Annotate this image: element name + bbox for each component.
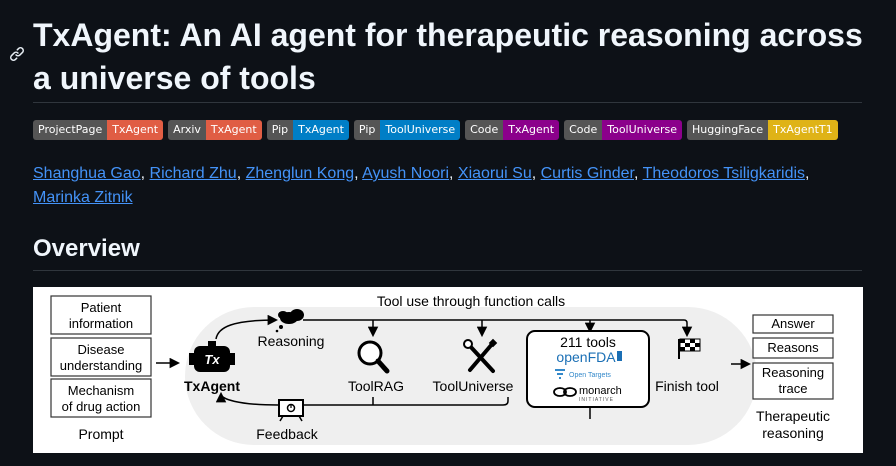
author-link[interactable]: Theodoros Tsiligkaridis [642,165,806,182]
thought-cloud-icon [275,309,304,333]
svg-text:Tx: Tx [204,352,220,367]
therapeutic-reasoning-label: Therapeutic [756,408,830,424]
tooluniverse-label: ToolUniverse [433,378,514,394]
svg-text:monarch: monarch [579,385,622,397]
author-list: Shanghua Gao, Richard Zhu, Zhenglun Kong… [33,165,810,206]
svg-text:Reasons: Reasons [767,340,819,355]
finish-tool-label: Finish tool [655,378,719,394]
author-link[interactable]: Richard Zhu [149,165,237,182]
prompt-label: Prompt [78,426,123,442]
author-link[interactable]: Marinka Zitnik [33,189,133,206]
author-link[interactable]: Xiaorui Su [457,165,532,182]
svg-text:Answer: Answer [771,316,815,331]
feedback-label: Feedback [256,426,318,442]
therapeutic-reasoning-label: reasoning [762,425,824,441]
wrench-screwdriver-icon [463,338,498,373]
section-heading-overview: Overview [33,235,140,262]
reasoning-label: Reasoning [258,333,325,349]
tools-count: 211 tools [560,334,616,350]
svg-text:of drug action: of drug action [62,399,141,414]
open-targets-logo: Open Targets [555,369,611,379]
svg-text:information: information [69,316,133,331]
magnifier-icon [357,340,390,374]
output-item: Answer [752,314,834,334]
author-link[interactable]: Zhenglun Kong [245,165,355,182]
toolrag-label: ToolRAG [348,378,404,394]
svg-text:understanding: understanding [60,358,142,373]
svg-text:INITIATIVE: INITIATIVE [579,397,614,403]
tool-use-label: Tool use through function calls [377,293,565,309]
txagent-robot-icon: Tx [189,341,235,372]
svg-text:Open Targets: Open Targets [569,372,611,379]
svg-text:Mechanism: Mechanism [68,383,134,398]
svg-text:trace: trace [779,381,808,396]
openfda-logo: openFDA [556,349,616,365]
finish-flag-icon [678,338,701,359]
output-item: Reasoning trace [752,362,834,400]
author-link[interactable]: Ayush Noori [362,165,449,182]
anchor-link-icon[interactable] [9,46,25,62]
title-divider [33,102,862,103]
output-item: Reasons [752,337,834,359]
author-link[interactable]: Curtis Ginder [540,165,634,182]
svg-text:Reasoning: Reasoning [762,365,824,380]
prompt-item: Mechanism of drug action [50,378,152,418]
overview-figure: Patient information Disease understandin… [33,287,863,453]
page-title: TxAgent: An AI agent for therapeutic rea… [33,17,863,96]
section-divider [33,270,862,271]
feedback-presentation-icon [278,399,304,422]
svg-text:Patient: Patient [81,300,122,315]
prompt-item: Disease understanding [50,337,152,377]
loop-background [185,307,757,445]
prompt-item: Patient information [50,295,152,335]
svg-text:Disease: Disease [78,342,125,357]
txagent-label: TxAgent [184,378,240,394]
monarch-logo: monarch INITIATIVE [553,385,622,403]
author-link[interactable]: Shanghua Gao [33,165,141,182]
